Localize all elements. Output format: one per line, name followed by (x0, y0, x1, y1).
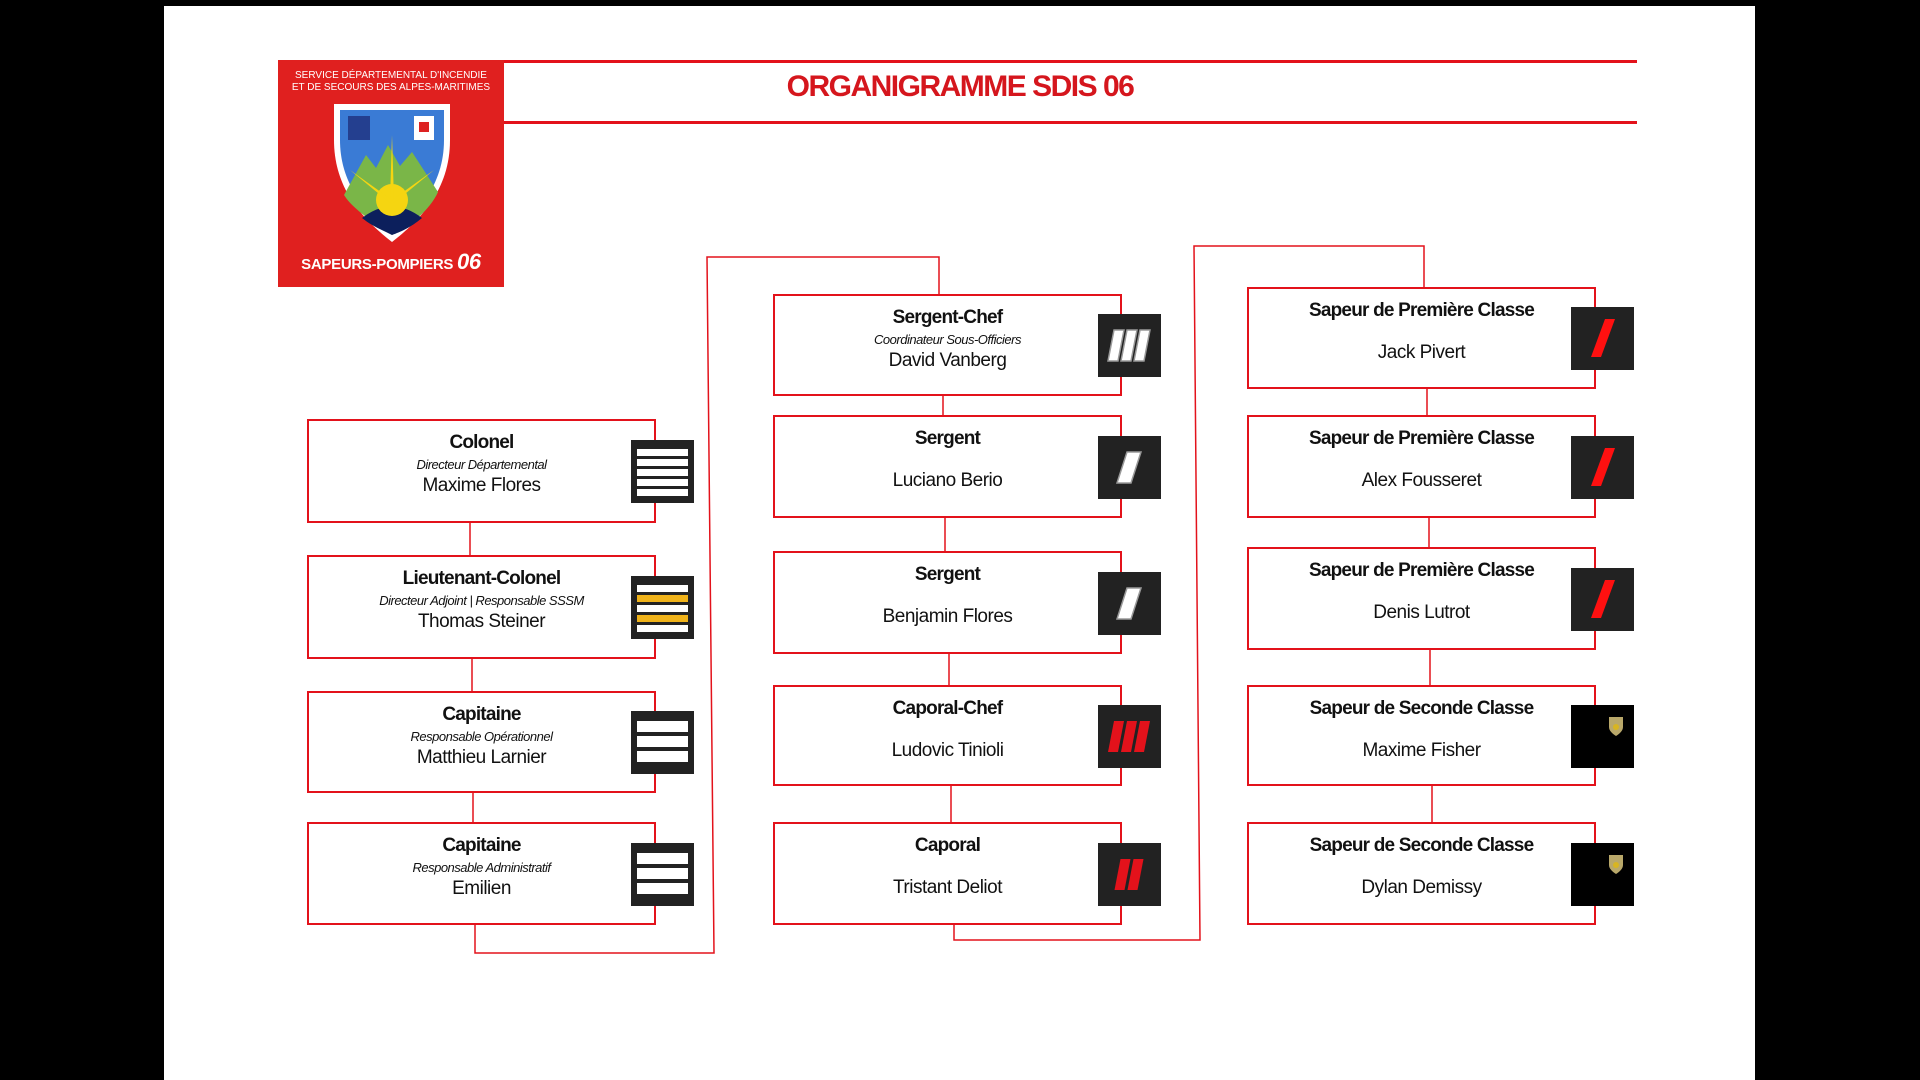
card-rank: Capitaine (442, 835, 521, 856)
connector-col1-col2 (474, 256, 940, 954)
card-name: Luciano Berio (892, 470, 1003, 491)
logo-brand-number: 06 (456, 249, 481, 274)
card-rank: Colonel (449, 432, 514, 453)
logo-org-line1: SERVICE DÉPARTEMENTAL D'INCENDIE (295, 70, 487, 81)
shield-insignia-icon (1571, 842, 1634, 906)
chevron-2-red-icon (1098, 842, 1161, 906)
connector-col2-col3 (953, 245, 1425, 941)
card-rank: Caporal-Chef (892, 698, 1004, 719)
card-name: Matthieu Larnier (416, 747, 547, 768)
card-name: Jack Pivert (1377, 342, 1466, 363)
card-name: Maxime Flores (422, 475, 541, 496)
card-rank: Sapeur de Première Classe (1308, 300, 1535, 321)
chevron-1-red-icon (1571, 567, 1634, 631)
logo-brand: SAPEURS-POMPIERS (301, 256, 454, 273)
stripes-3-white-icon (631, 842, 694, 906)
card-rank: Sapeur de Première Classe (1308, 428, 1535, 449)
chevron-3-white-icon (1098, 314, 1161, 377)
chevron-3-red-icon (1098, 704, 1161, 768)
card-name: Maxime Fisher (1362, 740, 1481, 761)
stripes-3-white-icon (631, 711, 694, 774)
page-title: ORGANIGRAMME SDIS 06 (786, 70, 1135, 103)
card-name: Benjamin Flores (882, 606, 1013, 627)
card-rank: Sergent (914, 428, 981, 449)
chevron-1-white-icon (1098, 435, 1161, 499)
card-rank: Sapeur de Seconde Classe (1309, 698, 1534, 719)
chevron-1-red-icon (1571, 307, 1634, 370)
card-name: David Vanberg (888, 350, 1007, 371)
card-role: Responsable Administratif (412, 860, 551, 875)
card-role: Directeur Adjoint | Responsable SSSM (379, 593, 584, 608)
stripes-5-gold-icon (631, 576, 694, 639)
card-name: Emilien (452, 878, 511, 899)
card-role: Responsable Opérationnel (410, 729, 553, 744)
card-rank: Sapeur de Première Classe (1308, 560, 1535, 581)
card-rank: Capitaine (442, 704, 521, 725)
card-role: Directeur Départemental (416, 457, 547, 472)
card-rank: Sergent-Chef (892, 307, 1004, 328)
card-name: Ludovic Tinioli (891, 740, 1004, 761)
card-role: Coordinateur Sous-Officiers (874, 332, 1021, 347)
card-rank: Sapeur de Seconde Classe (1309, 835, 1534, 856)
card-name: Thomas Steiner (417, 611, 546, 632)
chevron-1-white-icon (1098, 571, 1161, 635)
chevron-1-red-icon (1571, 435, 1634, 499)
card-rank: Lieutenant-Colonel (402, 568, 561, 589)
card-rank: Caporal (914, 835, 981, 856)
card-name: Tristant Deliot (893, 877, 1003, 898)
coat-of-arms-icon (334, 104, 450, 242)
card-name: Denis Lutrot (1373, 602, 1470, 623)
logo-org-line2: ET DE SECOURS DES ALPES-MARITIMES (291, 82, 491, 93)
shield-insignia-icon (1571, 704, 1634, 768)
card-name: Dylan Demissy (1361, 877, 1482, 898)
title-band (504, 60, 1637, 124)
card-name: Alex Fousseret (1361, 470, 1482, 491)
stripes-5-white-icon (631, 440, 694, 503)
card-rank: Sergent (914, 564, 981, 585)
